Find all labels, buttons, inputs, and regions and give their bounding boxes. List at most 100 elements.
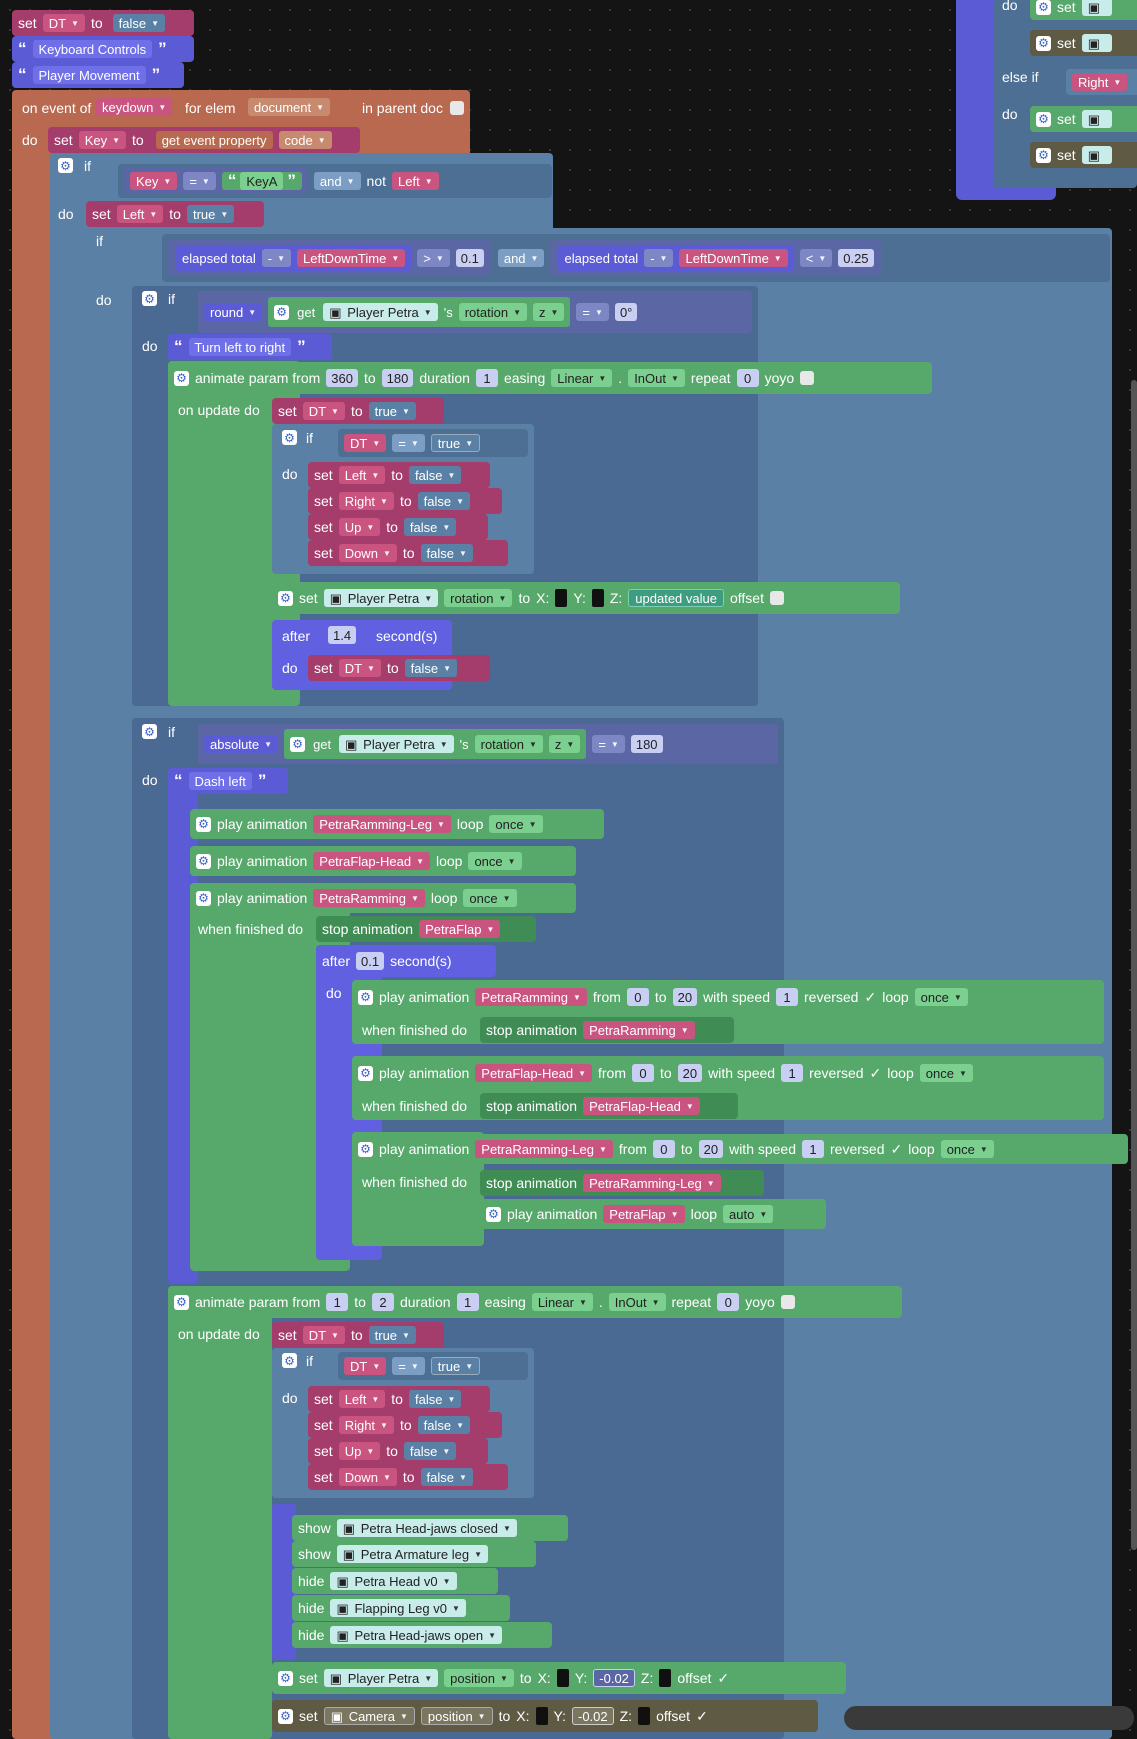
elapsed-and-condition[interactable]: elapsed total-▼LeftDownTime▼ >▼ 0.1 and▼…	[162, 234, 1110, 282]
left-variable[interactable]: Left▼	[338, 466, 386, 484]
player-petra-object[interactable]: ▣Player Petra▼	[323, 303, 438, 321]
document-dropdown[interactable]: document▼	[248, 98, 331, 116]
object-chip[interactable]: ▣Petra Head-jaws open▼	[330, 1626, 503, 1644]
minus-block[interactable]: elapsed total-▼LeftDownTime▼	[176, 245, 412, 271]
chevron-down-icon[interactable]: ▼	[277, 253, 285, 263]
comment-text[interactable]: Turn left to right	[188, 338, 292, 356]
chevron-down-icon[interactable]: ▼	[513, 307, 521, 317]
gear-icon[interactable]: ⚙	[278, 1708, 293, 1724]
chevron-down-icon[interactable]: ▼	[158, 102, 167, 112]
chevron-down-icon[interactable]: ▼	[382, 548, 391, 558]
gear-icon[interactable]: ⚙	[174, 370, 189, 386]
and-condition[interactable]: Key▼ =▼ “KeyA” and▼ not Left▼	[118, 164, 552, 198]
gear-icon[interactable]: ⚙	[278, 1670, 293, 1686]
left-variable[interactable]: Left▼	[116, 205, 164, 223]
true-value[interactable]: true▼	[430, 434, 481, 452]
equals-dropdown[interactable]: =▼	[183, 172, 216, 190]
x-socket[interactable]	[555, 589, 568, 607]
chevron-down-icon[interactable]: ▼	[264, 739, 273, 749]
gear-icon[interactable]: ⚙	[1036, 0, 1051, 15]
to-input[interactable]: 180	[381, 369, 414, 387]
animate-param-block-2[interactable]	[168, 1286, 272, 1739]
chevron-down-icon[interactable]: ▼	[424, 176, 433, 186]
updated-value-variable[interactable]: updated value	[628, 589, 724, 607]
chevron-down-icon[interactable]: ▼	[371, 1394, 380, 1404]
object-chip[interactable]: ▣	[1081, 34, 1112, 52]
horizontal-scrollbar[interactable]	[844, 1706, 1134, 1730]
position-dropdown[interactable]: position▼	[444, 1669, 514, 1687]
chevron-down-icon[interactable]: ▼	[447, 1394, 456, 1404]
gear-icon[interactable]: ⚙	[486, 1206, 501, 1222]
from-input[interactable]: 0	[626, 988, 649, 1006]
chevron-down-icon[interactable]: ▼	[456, 496, 465, 506]
object-chip[interactable]: ▣Petra Armature leg▼	[336, 1545, 488, 1563]
equals-dropdown[interactable]: =▼	[392, 1357, 425, 1375]
false-value[interactable]: false▼	[420, 1468, 473, 1486]
object-chip[interactable]: ▣	[1081, 110, 1112, 128]
key-variable[interactable]: Key▼	[78, 131, 127, 149]
gear-icon[interactable]: ⚙	[274, 304, 290, 320]
to-input[interactable]: 20	[698, 1140, 724, 1158]
chevron-down-icon[interactable]: ▼	[474, 1549, 482, 1559]
hide-jaws-open[interactable]: hide▣Petra Head-jaws open▼	[292, 1622, 552, 1648]
animation-dropdown[interactable]: PetraFlap-Head▼	[475, 1064, 592, 1082]
chevron-down-icon[interactable]: ▼	[424, 593, 433, 603]
inout-dropdown[interactable]: InOut▼	[628, 369, 685, 387]
number-input[interactable]: 0.25	[838, 249, 874, 267]
chevron-down-icon[interactable]: ▼	[391, 253, 400, 263]
chevron-down-icon[interactable]: ▼	[598, 373, 607, 383]
and-dropdown[interactable]: and▼	[313, 172, 361, 190]
false-value[interactable]: false▼	[408, 466, 462, 484]
speed-input[interactable]: 1	[776, 988, 798, 1006]
chevron-down-icon[interactable]: ▼	[423, 307, 432, 317]
and-dropdown[interactable]: and▼	[497, 249, 545, 267]
inout-dropdown[interactable]: InOut▼	[608, 1293, 666, 1311]
z-socket[interactable]	[659, 1669, 672, 1687]
true-value[interactable]: true▼	[186, 205, 235, 223]
speed-input[interactable]: 1	[802, 1140, 825, 1158]
chevron-down-icon[interactable]: ▼	[451, 1603, 460, 1613]
true-value[interactable]: true▼	[368, 402, 416, 420]
from-input[interactable]: 0	[652, 1140, 675, 1158]
condition-row[interactable]: Right▼	[1066, 69, 1137, 95]
chevron-down-icon[interactable]: ▼	[424, 1673, 433, 1683]
chevron-down-icon[interactable]: ▼	[502, 893, 511, 903]
minus-block[interactable]: elapsed total-▼LeftDownTime▼	[558, 245, 794, 271]
set-dt-block[interactable]: set DT▼ to false▼	[12, 10, 194, 36]
chevron-down-icon[interactable]: ▼	[382, 1472, 391, 1482]
left-variable[interactable]: Left▼	[392, 172, 439, 190]
offset-checkbox[interactable]	[769, 591, 784, 605]
set-key-block[interactable]: set Key▼ to get event property code▼	[48, 127, 360, 153]
chevron-down-icon[interactable]: ▼	[958, 1068, 967, 1078]
z-socket[interactable]	[638, 1707, 651, 1725]
chevron-down-icon[interactable]: ▼	[550, 307, 559, 317]
easing-dropdown[interactable]: Linear▼	[531, 1293, 593, 1311]
chevron-down-icon[interactable]: ▼	[366, 1446, 375, 1456]
rotation-dropdown[interactable]: rotation▼	[444, 589, 513, 607]
comment-text[interactable]: Keyboard Controls	[32, 40, 153, 58]
keyA-text[interactable]: KeyA	[240, 172, 284, 190]
animation-dropdown[interactable]: PetraRamming-Leg▼	[583, 1174, 721, 1192]
chevron-down-icon[interactable]: ▼	[578, 1068, 586, 1078]
duration-input[interactable]: 1	[456, 1293, 479, 1311]
chevron-down-icon[interactable]: ▼	[670, 1209, 679, 1219]
chevron-down-icon[interactable]: ▼	[456, 1420, 465, 1430]
object-chip[interactable]: ▣	[1081, 0, 1112, 16]
chevron-down-icon[interactable]: ▼	[651, 1297, 660, 1307]
number-input[interactable]: 0.1	[455, 249, 484, 267]
stop-ram[interactable]: stop animation PetraRamming▼	[480, 1017, 734, 1043]
keydown-dropdown[interactable]: keydown▼	[96, 98, 173, 116]
set-position-block[interactable]: ⚙ set ▣Player Petra▼ position▼ to X: Y:-…	[272, 1662, 846, 1694]
chevron-down-icon[interactable]: ▼	[317, 135, 326, 145]
show-armature-leg[interactable]: show▣Petra Armature leg▼	[292, 1541, 536, 1567]
gear-icon[interactable]: ⚙	[282, 1353, 297, 1368]
up-variable[interactable]: Up▼	[338, 518, 381, 536]
loop-dropdown[interactable]: once▼	[919, 1064, 973, 1082]
from-input[interactable]: 360	[326, 369, 358, 387]
